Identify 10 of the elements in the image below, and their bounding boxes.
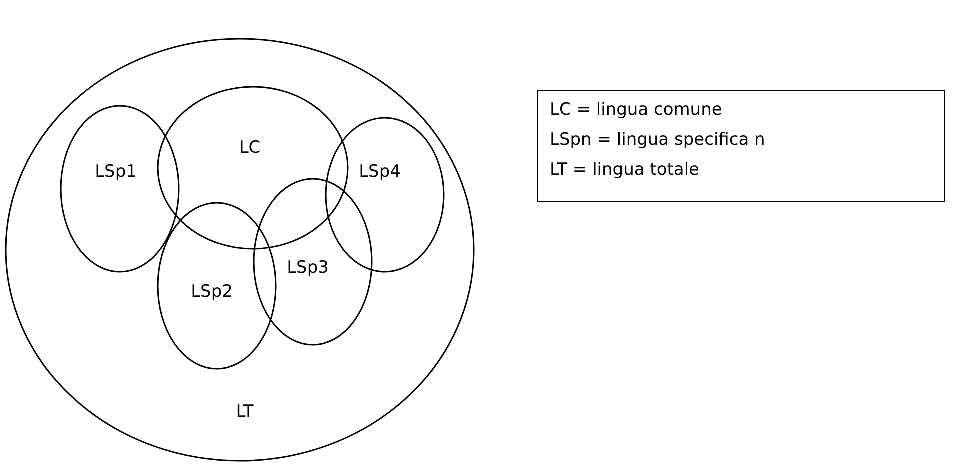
legend-text: LC = lingua comune <box>550 99 724 122</box>
legend-text: LT = lingua totale <box>550 159 701 182</box>
set-label: LSp3 <box>287 258 329 278</box>
set-label: LSp2 <box>191 282 233 302</box>
set-label: LC <box>239 138 261 158</box>
set-label: LSp1 <box>95 162 137 182</box>
legend-text: LSpn = lingua specifica n <box>550 129 766 152</box>
set-label: LSp4 <box>359 162 401 182</box>
set-label: LT <box>236 402 254 422</box>
legend-box <box>537 90 945 202</box>
